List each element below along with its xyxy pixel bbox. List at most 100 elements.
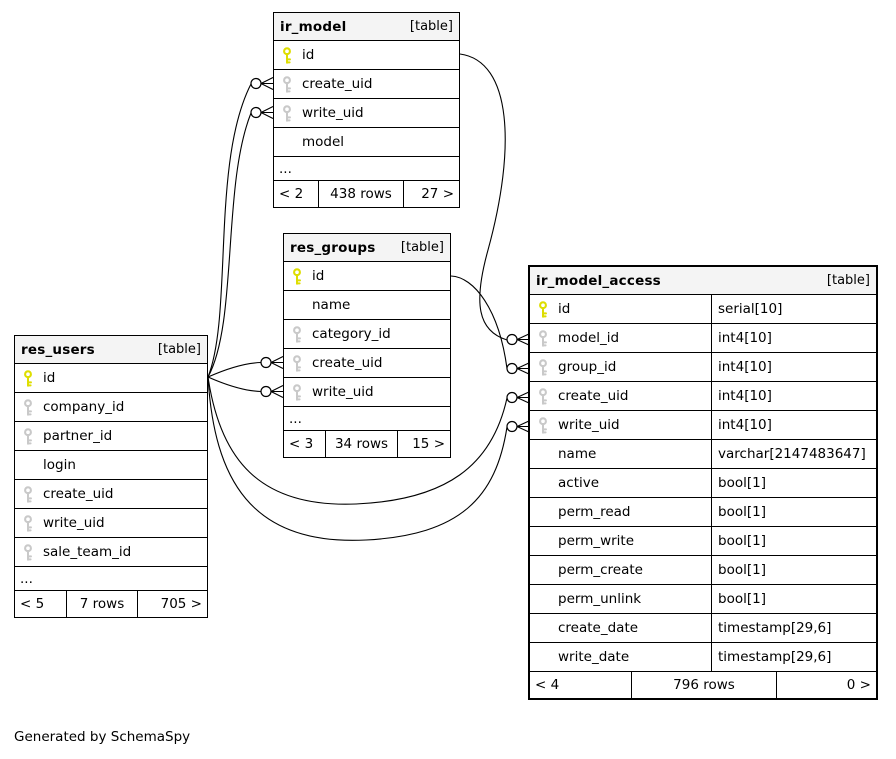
column-row-sale_team_id[interactable]: sale_team_id — [15, 538, 207, 567]
table-footer-ir_model: < 2 438 rows 27 > — [274, 181, 459, 207]
column-row-name[interactable]: name — [284, 291, 450, 320]
rel-line-res_users-res_groups-create_uid — [207, 361, 262, 378]
column-type: int4[10] — [711, 353, 876, 381]
more-columns-row[interactable]: ... — [274, 157, 459, 181]
column-row-group_id[interactable]: group_id int4[10] — [530, 353, 876, 382]
column-row-login[interactable]: login — [15, 451, 207, 480]
foreign-key-icon — [22, 543, 34, 561]
foreign-key-icon — [22, 427, 34, 445]
column-name: ... — [20, 570, 33, 587]
foreign-key-icon — [537, 387, 549, 405]
column-type: int4[10] — [711, 324, 876, 352]
column-type: int4[10] — [711, 411, 876, 439]
foreign-key-icon — [537, 416, 549, 434]
no-key-spacer — [537, 475, 549, 492]
table-footer-ir_model_access: < 4 796 rows 0 > — [530, 672, 876, 698]
column-row-model[interactable]: model — [274, 128, 459, 157]
table-res_users: res_users [table] id company_id partner_id… — [14, 335, 208, 618]
more-columns-row[interactable]: ... — [284, 407, 450, 431]
column-name: write_date — [558, 649, 630, 665]
column-name: perm_write — [558, 533, 635, 549]
table-header-ir_model[interactable]: ir_model [table] — [274, 13, 459, 41]
foreign-key-icon — [22, 485, 34, 503]
more-columns-row[interactable]: ... — [15, 567, 207, 591]
column-name: id — [43, 370, 56, 386]
column-type: timestamp[29,6] — [711, 614, 876, 642]
column-name: model_id — [558, 330, 620, 346]
column-name: write_uid — [302, 105, 364, 121]
table-type-badge: [table] — [826, 273, 870, 288]
foreign-key-icon — [291, 325, 303, 343]
column-row-company_id[interactable]: company_id — [15, 393, 207, 422]
column-type: bool[1] — [711, 498, 876, 526]
primary-key-icon — [22, 369, 34, 387]
footer-parents-count: < 4 — [535, 677, 560, 693]
column-name: category_id — [312, 326, 391, 342]
rel-line-res_users-ir_model-create_uid — [207, 83, 252, 378]
rel-line-res_users-ir_model-write_uid — [207, 112, 252, 378]
table-title: res_groups — [290, 239, 376, 256]
column-row-id[interactable]: id — [274, 41, 459, 70]
column-name: partner_id — [43, 428, 113, 444]
footer-parents-count: < 2 — [279, 186, 304, 202]
table-title: res_users — [21, 341, 95, 358]
footer-children-count: 15 > — [412, 436, 445, 452]
column-row-create_uid[interactable]: create_uid — [284, 349, 450, 378]
column-name: create_uid — [43, 486, 114, 502]
relationship-lines — [207, 53, 508, 541]
zero-circle-ir_model_access-model_id — [506, 333, 518, 346]
column-name: sale_team_id — [43, 544, 132, 560]
footer-row-count: 796 rows — [631, 672, 777, 698]
foreign-key-icon — [537, 329, 549, 347]
footer-children-count: 27 > — [421, 186, 454, 202]
no-key-spacer — [537, 504, 549, 521]
footer-children-count: 0 > — [846, 677, 871, 693]
table-title: ir_model — [280, 18, 347, 35]
column-row-partner_id[interactable]: partner_id — [15, 422, 207, 451]
table-header-res_groups[interactable]: res_groups [table] — [284, 234, 450, 262]
crowfoot-res_groups-write_uid — [270, 385, 284, 398]
zero-circle-ir_model_access-write_uid — [506, 420, 518, 433]
footer-parents-count: < 5 — [20, 596, 45, 612]
footer-row-count: 7 rows — [66, 591, 138, 617]
no-key-spacer — [537, 591, 549, 608]
column-row-id[interactable]: id — [15, 364, 207, 393]
column-row-id[interactable]: id — [284, 262, 450, 291]
column-row-model_id[interactable]: model_id int4[10] — [530, 324, 876, 353]
foreign-key-icon — [22, 398, 34, 416]
table-header-ir_model_access[interactable]: ir_model_access [table] — [530, 267, 876, 295]
column-row-write_uid[interactable]: write_uid — [274, 99, 459, 128]
rel-line-ir_model-ir_model_access-model_id — [459, 53, 508, 341]
zero-circle-ir_model_access-create_uid — [506, 391, 518, 404]
foreign-key-icon — [22, 514, 34, 532]
column-row-category_id[interactable]: category_id — [284, 320, 450, 349]
column-row-create_uid[interactable]: create_uid — [274, 70, 459, 99]
column-name: active — [558, 475, 600, 491]
column-name: perm_unlink — [558, 591, 642, 607]
column-row-write_uid[interactable]: write_uid — [284, 378, 450, 407]
primary-key-icon — [281, 46, 293, 64]
table-header-res_users[interactable]: res_users [table] — [15, 336, 207, 364]
no-key-spacer — [537, 620, 549, 637]
column-name: group_id — [558, 359, 617, 375]
column-row-write_uid[interactable]: write_uid — [15, 509, 207, 538]
column-row-create_uid[interactable]: create_uid — [15, 480, 207, 509]
zero-circle-ir_model_access-group_id — [506, 362, 518, 375]
column-name: model — [302, 134, 345, 150]
